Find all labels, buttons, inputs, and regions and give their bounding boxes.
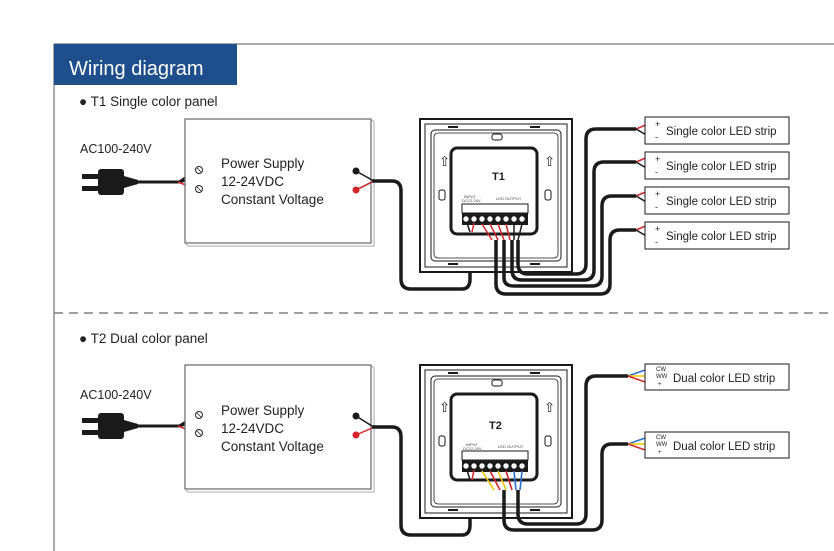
title-tab: [54, 44, 237, 85]
t2-output-wires: [502, 374, 628, 532]
ac-plug-icon: [82, 169, 138, 195]
ac-voltage-label: AC100-240V: [80, 388, 152, 402]
ps-line-2: 12-24VDC: [221, 421, 284, 436]
led-strip: CW WW + Dual color LED strip: [644, 431, 790, 459]
ww-label: WW: [656, 374, 668, 380]
minus-sign: -: [655, 237, 658, 247]
plus-sign: +: [658, 382, 662, 388]
panel-label: T2: [489, 420, 502, 432]
ps-line-1: Power Supply: [221, 403, 305, 418]
ps-input-terminals: [195, 166, 203, 193]
led-strip: + - Single color LED strip: [644, 221, 790, 250]
output-label: LED OUTPUT: [496, 196, 522, 201]
input-voltage-label: DC12-24V: [462, 198, 481, 203]
ps-line-1: Power Supply: [221, 156, 305, 171]
terminal-block: [461, 203, 529, 225]
panel-label: T1: [492, 171, 505, 183]
cw-label: CW: [656, 367, 666, 373]
led-strip: + - Single color LED strip: [644, 186, 790, 215]
ac-plug-icon: [82, 413, 138, 439]
section-heading: ● T2 Dual color panel: [79, 331, 208, 346]
input-voltage-label: DC12-24V: [463, 446, 482, 451]
up-arrow-icon: ⇧: [544, 400, 555, 415]
strip-label: Dual color LED strip: [673, 373, 775, 385]
up-arrow-icon: ⇧: [439, 154, 450, 169]
plus-sign: +: [655, 119, 660, 129]
led-strip: + - Single color LED strip: [644, 151, 790, 180]
led-strip: CW WW + Dual color LED strip: [644, 363, 790, 391]
output-label: LED OUTPUT: [498, 444, 524, 449]
plus-sign: +: [655, 154, 660, 164]
plus-sign: +: [655, 189, 660, 199]
dc-input-cable: [372, 179, 472, 291]
plus-sign: +: [655, 224, 660, 234]
strip-label: Dual color LED strip: [673, 441, 775, 453]
up-arrow-icon: ⇧: [544, 154, 555, 169]
ps-input-terminals: [195, 411, 203, 437]
led-strip: + - Single color LED strip: [644, 116, 790, 145]
cw-label: CW: [656, 435, 666, 441]
section-heading: ● T1 Single color panel: [79, 94, 218, 109]
minus-sign: -: [655, 202, 658, 212]
dc-input-cable: [372, 425, 472, 537]
ac-voltage-label: AC100-240V: [80, 142, 152, 156]
power-supply-box: [184, 118, 372, 244]
ps-line-2: 12-24VDC: [221, 174, 284, 189]
strip-label: Single color LED strip: [666, 196, 777, 208]
section-t2-dual-color: ● T2 Dual color panel AC100-240V Power S…: [79, 331, 790, 537]
strip-label: Single color LED strip: [666, 161, 777, 173]
up-arrow-icon: ⇧: [439, 400, 450, 415]
power-supply-box: [184, 364, 372, 490]
section-t1-single-color: ● T1 Single color panel AC100-240V Power…: [79, 94, 790, 296]
minus-sign: -: [655, 132, 658, 142]
terminal-block: [461, 450, 529, 472]
t1-output-wires: [494, 127, 636, 296]
strip-label: Single color LED strip: [666, 231, 777, 243]
plus-sign: +: [658, 450, 662, 456]
minus-sign: -: [655, 167, 658, 177]
input-label: INPUT: [466, 442, 479, 447]
page-title: Wiring diagram: [69, 58, 203, 80]
ps-line-3: Constant Voltage: [221, 439, 324, 454]
input-label: INPUT: [464, 194, 477, 199]
ps-line-3: Constant Voltage: [221, 192, 324, 207]
t2-panel: ⇧ ⇧ T2 INPUT DC12-24V LED OUTPUT: [419, 364, 573, 519]
ww-label: WW: [656, 442, 668, 448]
strip-label: Single color LED strip: [666, 126, 777, 138]
